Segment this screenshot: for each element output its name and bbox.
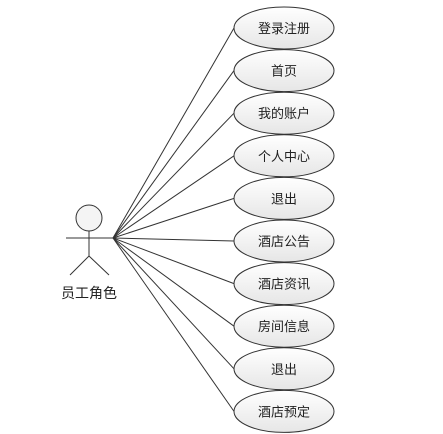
use-case-label: 酒店预定 xyxy=(258,405,310,420)
use-case-ellipse xyxy=(233,262,335,306)
use-case-label: 我的账户 xyxy=(258,106,310,122)
actor-left-leg xyxy=(69,255,90,276)
use-case: 我的账户 xyxy=(233,91,335,135)
use-case-ellipse xyxy=(233,347,335,391)
use-case-ellipse xyxy=(233,304,335,348)
use-case: 酒店公告 xyxy=(233,219,335,263)
association-line xyxy=(112,237,235,327)
use-case-label: 首页 xyxy=(271,65,297,80)
association-line xyxy=(112,155,235,239)
association-line xyxy=(112,197,235,239)
use-case-ellipse xyxy=(233,389,335,433)
association-line xyxy=(112,237,235,285)
actor-figure xyxy=(66,204,113,276)
use-case: 个人中心 xyxy=(233,134,335,178)
use-case-ellipse xyxy=(233,176,335,220)
use-case-ellipse xyxy=(233,6,335,50)
use-case-ellipse xyxy=(233,219,335,263)
use-case: 退出 xyxy=(233,176,335,220)
use-case-label: 酒店公告 xyxy=(258,235,310,250)
association-line xyxy=(112,237,235,370)
association-line xyxy=(112,70,235,239)
use-case-label: 退出 xyxy=(271,363,297,378)
use-case-ellipse xyxy=(233,134,335,178)
association-line xyxy=(112,112,235,239)
use-case-ellipse xyxy=(233,91,335,135)
association-line xyxy=(112,237,235,242)
association-lines xyxy=(112,27,235,412)
use-case: 酒店预定 xyxy=(233,389,335,433)
use-case: 酒店资讯 xyxy=(233,262,335,306)
use-case-ellipse xyxy=(233,49,335,93)
use-case-label: 酒店资讯 xyxy=(258,278,310,293)
association-line xyxy=(112,27,235,239)
use-case: 房间信息 xyxy=(233,304,335,348)
actor-head xyxy=(75,204,103,232)
actor-label: 员工角色 xyxy=(61,285,117,302)
use-case-label: 房间信息 xyxy=(258,319,310,335)
use-case-label: 登录注册 xyxy=(258,22,310,37)
use-case-label: 个人中心 xyxy=(258,150,310,165)
use-case-label: 退出 xyxy=(271,192,297,207)
use-case: 退出 xyxy=(233,347,335,391)
association-line xyxy=(112,237,235,412)
use-case: 首页 xyxy=(233,49,335,93)
actor-right-leg xyxy=(88,255,110,276)
use-case: 登录注册 xyxy=(233,6,335,50)
